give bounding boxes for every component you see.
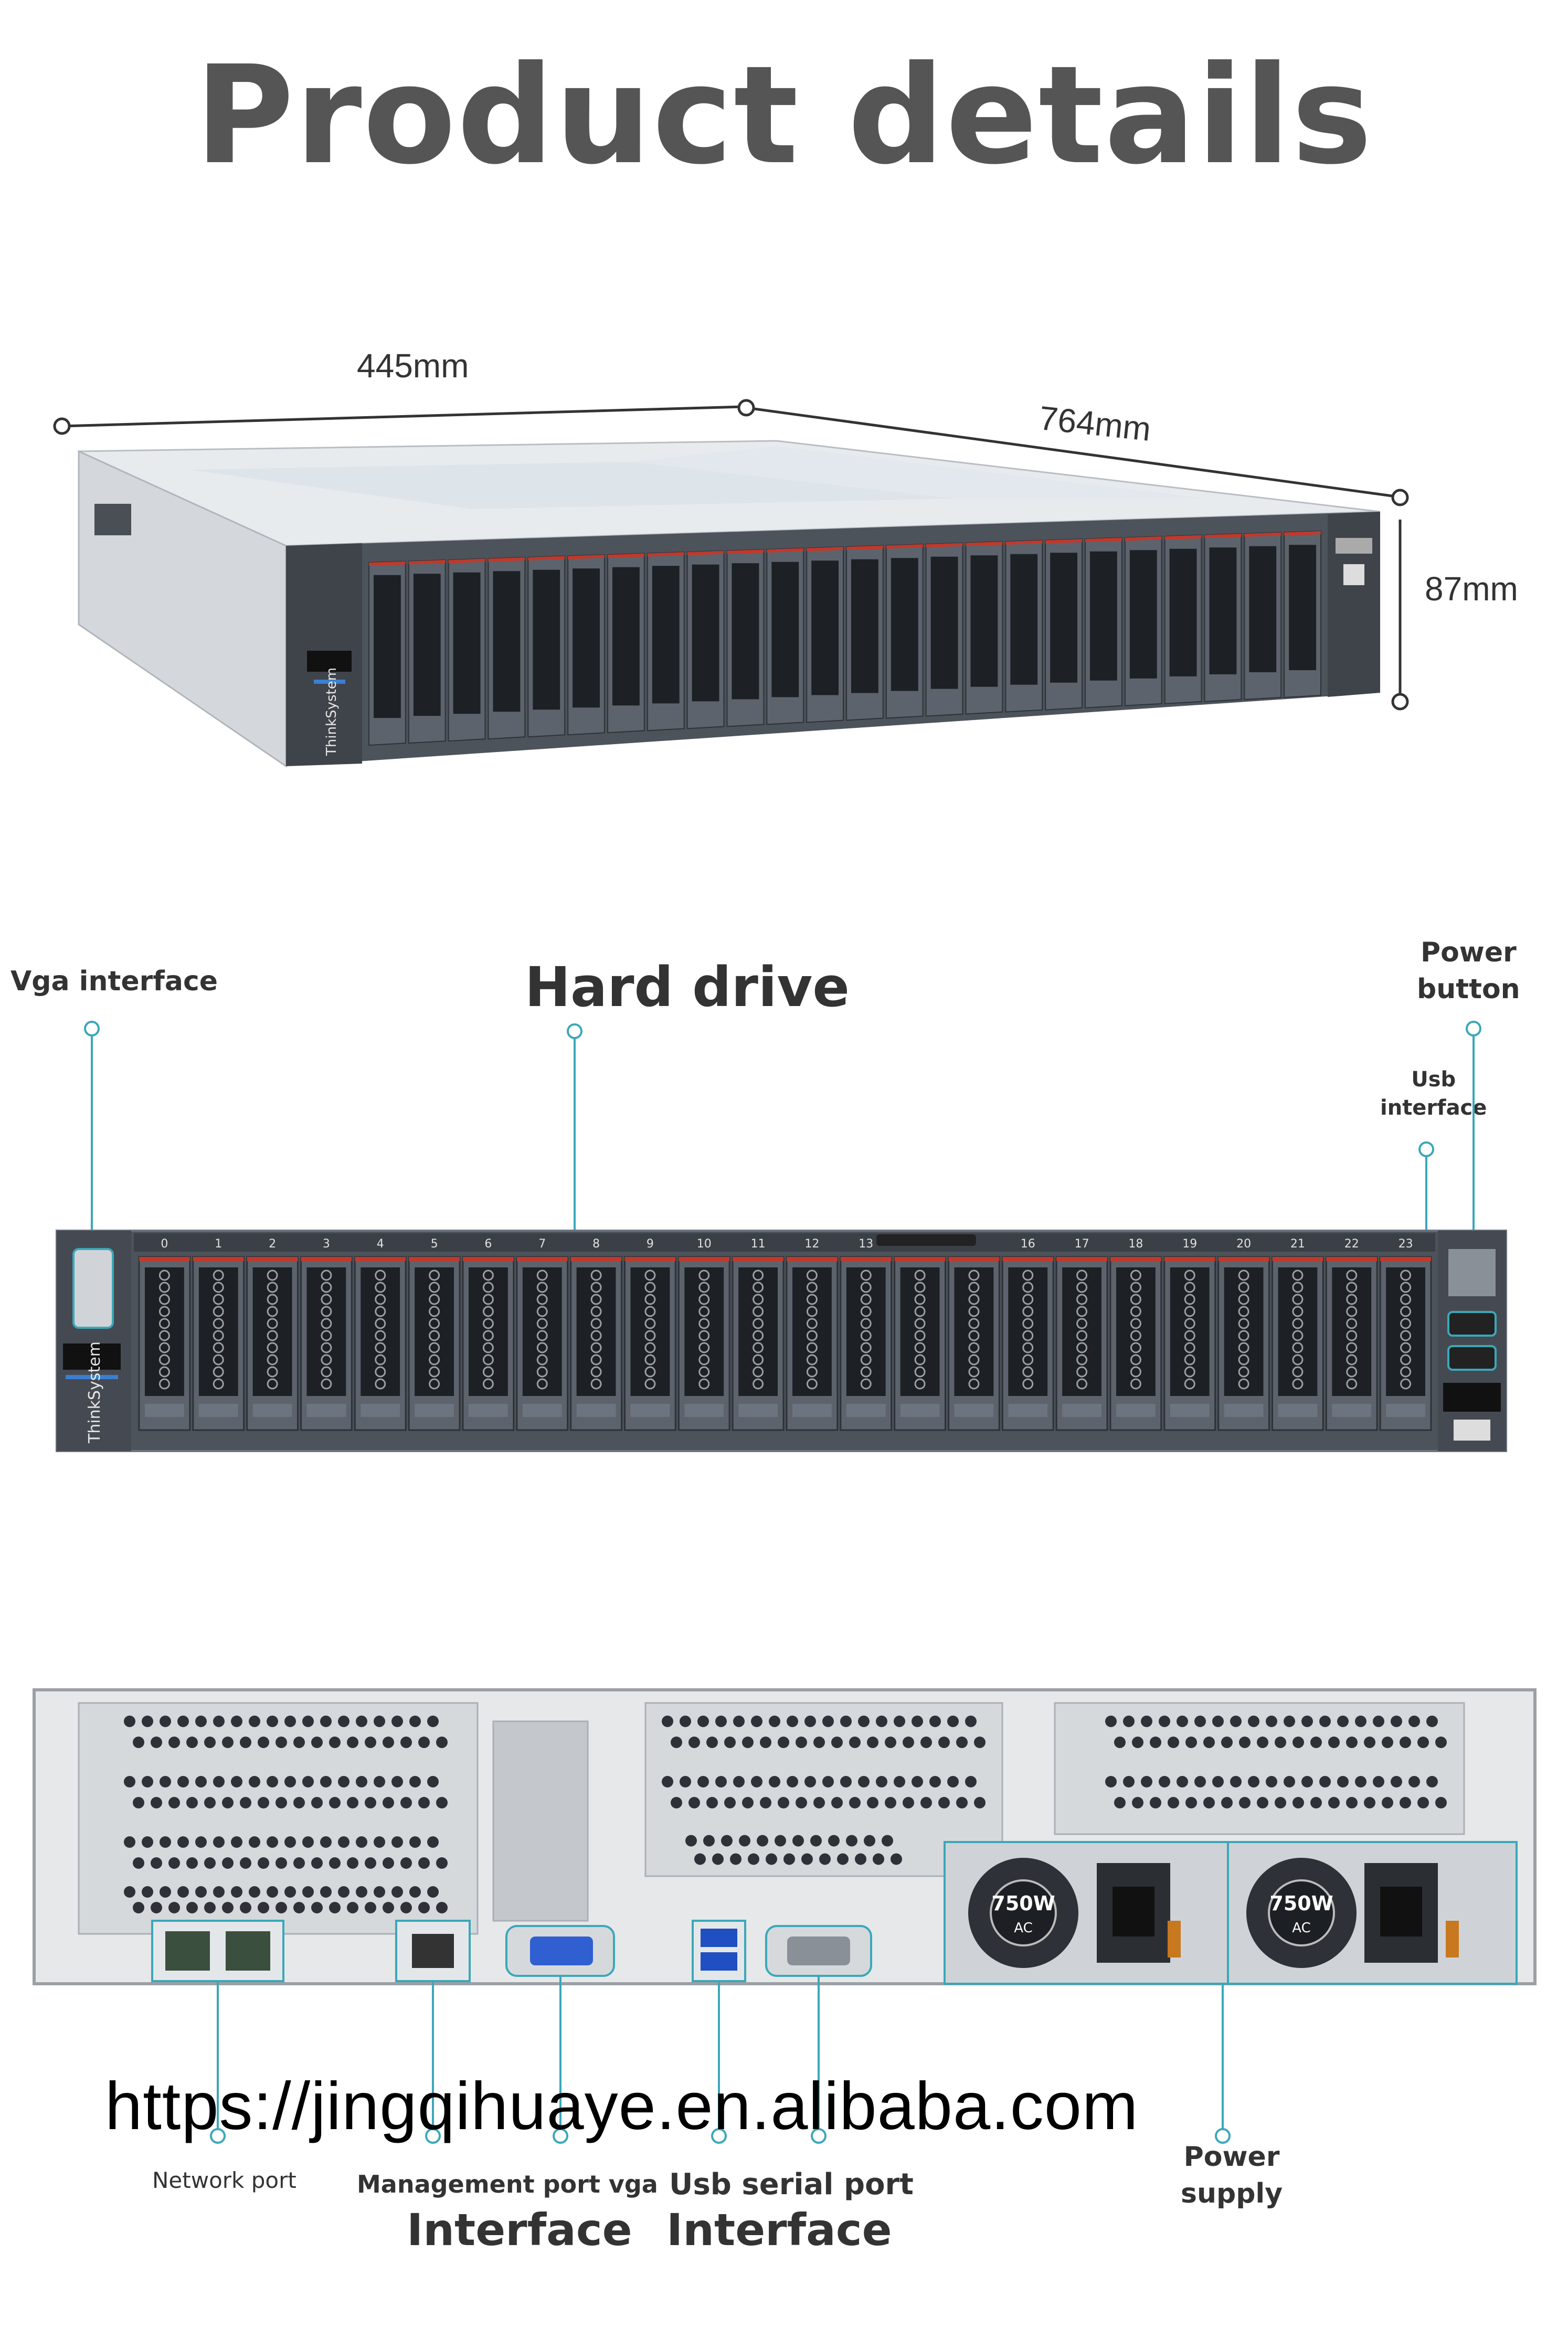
drive-bay-3d [846, 545, 884, 721]
bay-number: 6 [484, 1237, 492, 1251]
brand-text: ThinkSystem [86, 1341, 104, 1444]
power-supply-label: Power supply [1181, 2141, 1283, 2210]
drive-bay[interactable] [1379, 1256, 1432, 1431]
drive-bay[interactable] [246, 1256, 299, 1431]
rear-callout-dots [210, 2047, 1231, 2144]
drive-bay[interactable] [1109, 1256, 1162, 1431]
drive-bay[interactable] [840, 1256, 893, 1431]
bay-number: 8 [592, 1237, 600, 1251]
drive-bay[interactable] [948, 1256, 1000, 1431]
drive-bay[interactable] [354, 1256, 407, 1431]
drive-bay-3d [567, 554, 605, 736]
drive-bay[interactable] [1163, 1256, 1216, 1431]
drive-bay[interactable] [732, 1256, 785, 1431]
drive-bay-3d [527, 555, 566, 738]
drive-bay[interactable] [1001, 1256, 1054, 1431]
bay-number: 3 [323, 1237, 330, 1251]
bay-number: 21 [1290, 1237, 1305, 1251]
drive-bay-3d [806, 546, 844, 723]
watermark-url: https://jingqihuaye.en.alibaba.com [105, 2069, 1139, 2144]
bay-number: 11 [751, 1237, 766, 1251]
drive-bay[interactable] [894, 1256, 946, 1431]
psu-1-ac: AC [1014, 1920, 1032, 1936]
network-port-label: Network port [152, 2167, 296, 2193]
bay-number: 1 [215, 1237, 222, 1251]
psu-2-rating: 750W [1269, 1892, 1333, 1915]
drive-bay-3d [448, 558, 486, 742]
psu-1-rating: 750W [991, 1892, 1055, 1915]
bay-number: 16 [1021, 1237, 1035, 1251]
bay-number: 18 [1128, 1237, 1143, 1251]
usb-serial-sublabel: Interface [666, 2204, 892, 2256]
drive-bay[interactable] [138, 1256, 191, 1431]
drive-bays-3d: ThinkSystem [324, 530, 1321, 756]
bay-number: 7 [538, 1237, 546, 1251]
bay-number: 12 [804, 1237, 819, 1251]
drive-bay-3d [1005, 539, 1043, 713]
bay-number: 23 [1399, 1237, 1413, 1251]
server-rear-view: 750W AC 750W AC [33, 1688, 1537, 2047]
bay-number: 17 [1075, 1237, 1089, 1251]
drive-bay-3d [1164, 534, 1202, 704]
width-dimension: 445mm [357, 347, 469, 385]
drive-bay-3d [1085, 537, 1122, 708]
drive-bay[interactable] [462, 1256, 515, 1431]
bay-number: 2 [269, 1237, 276, 1251]
drive-bay-3d [607, 553, 645, 734]
bay-number: 13 [859, 1237, 873, 1251]
drive-bay-3d [647, 551, 685, 732]
bay-number: 0 [161, 1237, 168, 1251]
drive-bay[interactable] [1217, 1256, 1270, 1431]
mgmt-port-sublabel: Interface [407, 2204, 632, 2256]
bay-number: 20 [1236, 1237, 1251, 1251]
power-button-label: Power button [1417, 937, 1520, 1006]
vga-interface-label: Vga interface [10, 966, 218, 997]
drive-bay-3d [766, 547, 804, 725]
drive-bay-3d [925, 542, 963, 717]
drive-bay[interactable] [192, 1256, 245, 1431]
drive-bay-3d [965, 541, 1003, 715]
drive-bay-3d [1204, 533, 1242, 702]
drive-bay[interactable] [408, 1256, 461, 1431]
brand-text-3d: ThinkSystem [324, 668, 340, 756]
hard-drive-label: Hard drive [525, 955, 850, 1019]
drive-bay-3d [1124, 535, 1162, 706]
drive-bay[interactable] [1055, 1256, 1108, 1431]
drive-bay-3d [1244, 532, 1282, 700]
drive-bay-3d [1045, 538, 1083, 711]
drive-bay-3d [726, 548, 765, 727]
usb-interface-label: Usb interface [1380, 1067, 1487, 1120]
bay-number: 22 [1344, 1237, 1359, 1251]
bay-number: 19 [1182, 1237, 1197, 1251]
drive-bay[interactable] [624, 1256, 676, 1431]
bay-number: 4 [377, 1237, 384, 1251]
drive-bay[interactable] [570, 1256, 622, 1431]
drive-bay-3d [368, 560, 406, 746]
drive-bay-3d [1284, 530, 1321, 699]
bay-number: 9 [647, 1237, 654, 1251]
drive-bay-3d [686, 550, 725, 729]
drive-bay[interactable] [786, 1256, 839, 1431]
drive-bay-3d [885, 543, 924, 719]
drive-bay[interactable] [677, 1256, 730, 1431]
usb-serial-label: Usb serial port [669, 2167, 914, 2202]
drive-bay[interactable] [300, 1256, 353, 1431]
page-title: Product details [195, 37, 1373, 194]
psu-2-ac: AC [1292, 1920, 1310, 1936]
drive-bay[interactable] [1325, 1256, 1378, 1431]
drive-bay-3d [488, 556, 526, 740]
drive-bay-3d [408, 559, 446, 744]
drive-bay[interactable] [1272, 1256, 1324, 1431]
height-dimension: 87mm [1425, 570, 1518, 608]
bay-number: 10 [697, 1237, 712, 1251]
bay-number: 5 [431, 1237, 438, 1251]
drive-bay[interactable] [516, 1256, 569, 1431]
mgmt-port-label: Management port vga [357, 2170, 658, 2198]
